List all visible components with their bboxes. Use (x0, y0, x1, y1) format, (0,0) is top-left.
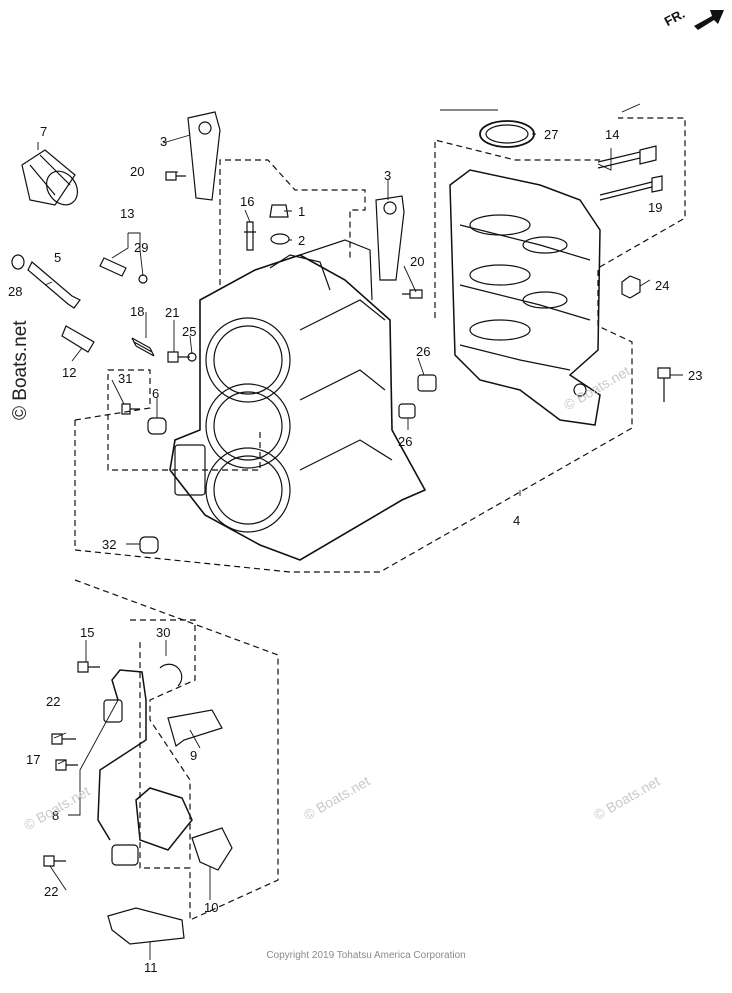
callout-21: 21 (165, 305, 179, 320)
callout-9: 9 (190, 748, 197, 763)
callout-25: 25 (182, 324, 196, 339)
callout-29: 29 (134, 240, 148, 255)
group-outline-upper (219, 159, 366, 285)
washer-28 (11, 254, 25, 270)
copyright-notice: Copyright 2019 Tohatsu America Corporati… (266, 950, 466, 961)
rubber-cap (147, 417, 167, 435)
oil-pressure-switch (27, 261, 81, 309)
oil-filter (21, 149, 76, 206)
drain-plug (269, 204, 289, 218)
group-outline-sensor (74, 579, 279, 921)
callout-20-right: 20 (410, 254, 424, 269)
callout-20-left: 20 (130, 164, 144, 179)
sender-unit (61, 325, 95, 353)
bolt-21 (167, 351, 190, 363)
front-direction-arrow (694, 10, 724, 30)
sensor-connector (103, 699, 123, 723)
lifting-bracket-right (375, 195, 405, 281)
watermark-left: © Boats.net (10, 320, 31, 420)
callout-18: 18 (130, 304, 144, 319)
lifting-bracket-left (187, 111, 221, 201)
group-outline-block (74, 117, 686, 573)
callout-1: 1 (298, 204, 305, 219)
group-outline-main (74, 369, 261, 471)
callout-26-lower: 26 (398, 434, 412, 449)
callout-22-lower: 22 (44, 884, 58, 899)
bolt-22-lower (43, 855, 66, 867)
callout-31: 31 (118, 371, 132, 386)
cylinder-bore-3 (205, 447, 291, 533)
spring (131, 337, 155, 357)
nut (621, 275, 641, 299)
gasket-10 (191, 827, 233, 871)
callout-4: 4 (513, 513, 520, 528)
bolt-15 (77, 661, 100, 673)
callout-26-upper: 26 (416, 344, 430, 359)
leader-lines (37, 103, 683, 960)
callout-10: 10 (204, 900, 218, 915)
connector-plug (111, 844, 139, 866)
callout-labels: 1 2 3 3 4 5 6 7 8 9 10 11 12 13 14 15 16… (8, 124, 702, 975)
callout-11: 11 (144, 960, 158, 975)
flange-bolt (657, 367, 671, 402)
callout-3-right: 3 (384, 168, 391, 183)
callout-17: 17 (26, 752, 40, 767)
cylinder-bore-1 (205, 317, 291, 403)
callout-8: 8 (52, 808, 59, 823)
callout-23: 23 (688, 368, 702, 383)
callout-28: 28 (8, 284, 22, 299)
callout-5: 5 (54, 250, 61, 265)
temp-sensor (244, 221, 256, 251)
bolt-20-right (402, 289, 423, 299)
cylinder-bore-2 (205, 383, 291, 469)
callout-24: 24 (655, 278, 669, 293)
bolt-17 (55, 759, 78, 771)
group-outline-sensor-inner (130, 619, 196, 860)
callout-22-upper: 22 (46, 694, 60, 709)
callout-27: 27 (544, 127, 558, 142)
clip-30 (159, 663, 183, 687)
throttle-sensor (135, 787, 193, 851)
callout-14: 14 (605, 127, 619, 142)
bracket-9 (167, 709, 223, 748)
washer-29 (138, 274, 148, 284)
callout-3-left: 3 (160, 134, 167, 149)
crankcase (449, 169, 601, 426)
dowel-pin-b (398, 403, 416, 419)
bolt-31 (121, 403, 140, 415)
bracket-11 (107, 907, 185, 945)
callout-16: 16 (240, 194, 254, 209)
long-bolt (597, 145, 657, 169)
callout-12: 12 (62, 365, 76, 380)
dowel-pin-a (417, 374, 437, 392)
thermo-switch (99, 257, 127, 277)
cylinder-block (169, 254, 427, 561)
gasket-washer (270, 233, 290, 245)
blind-plug (139, 536, 159, 554)
bolt-19 (599, 175, 663, 201)
callout-7: 7 (40, 124, 47, 139)
bolt-22-upper (51, 733, 76, 745)
callout-6: 6 (152, 386, 159, 401)
sensor-harness (97, 669, 147, 841)
callout-15: 15 (80, 625, 94, 640)
callout-19: 19 (648, 200, 662, 215)
bolt-20-left (165, 171, 186, 181)
callout-13: 13 (120, 206, 134, 221)
group-outline-crankcase (434, 139, 600, 318)
callout-32: 32 (102, 537, 116, 552)
callout-30: 30 (156, 625, 170, 640)
callout-2: 2 (298, 233, 305, 248)
